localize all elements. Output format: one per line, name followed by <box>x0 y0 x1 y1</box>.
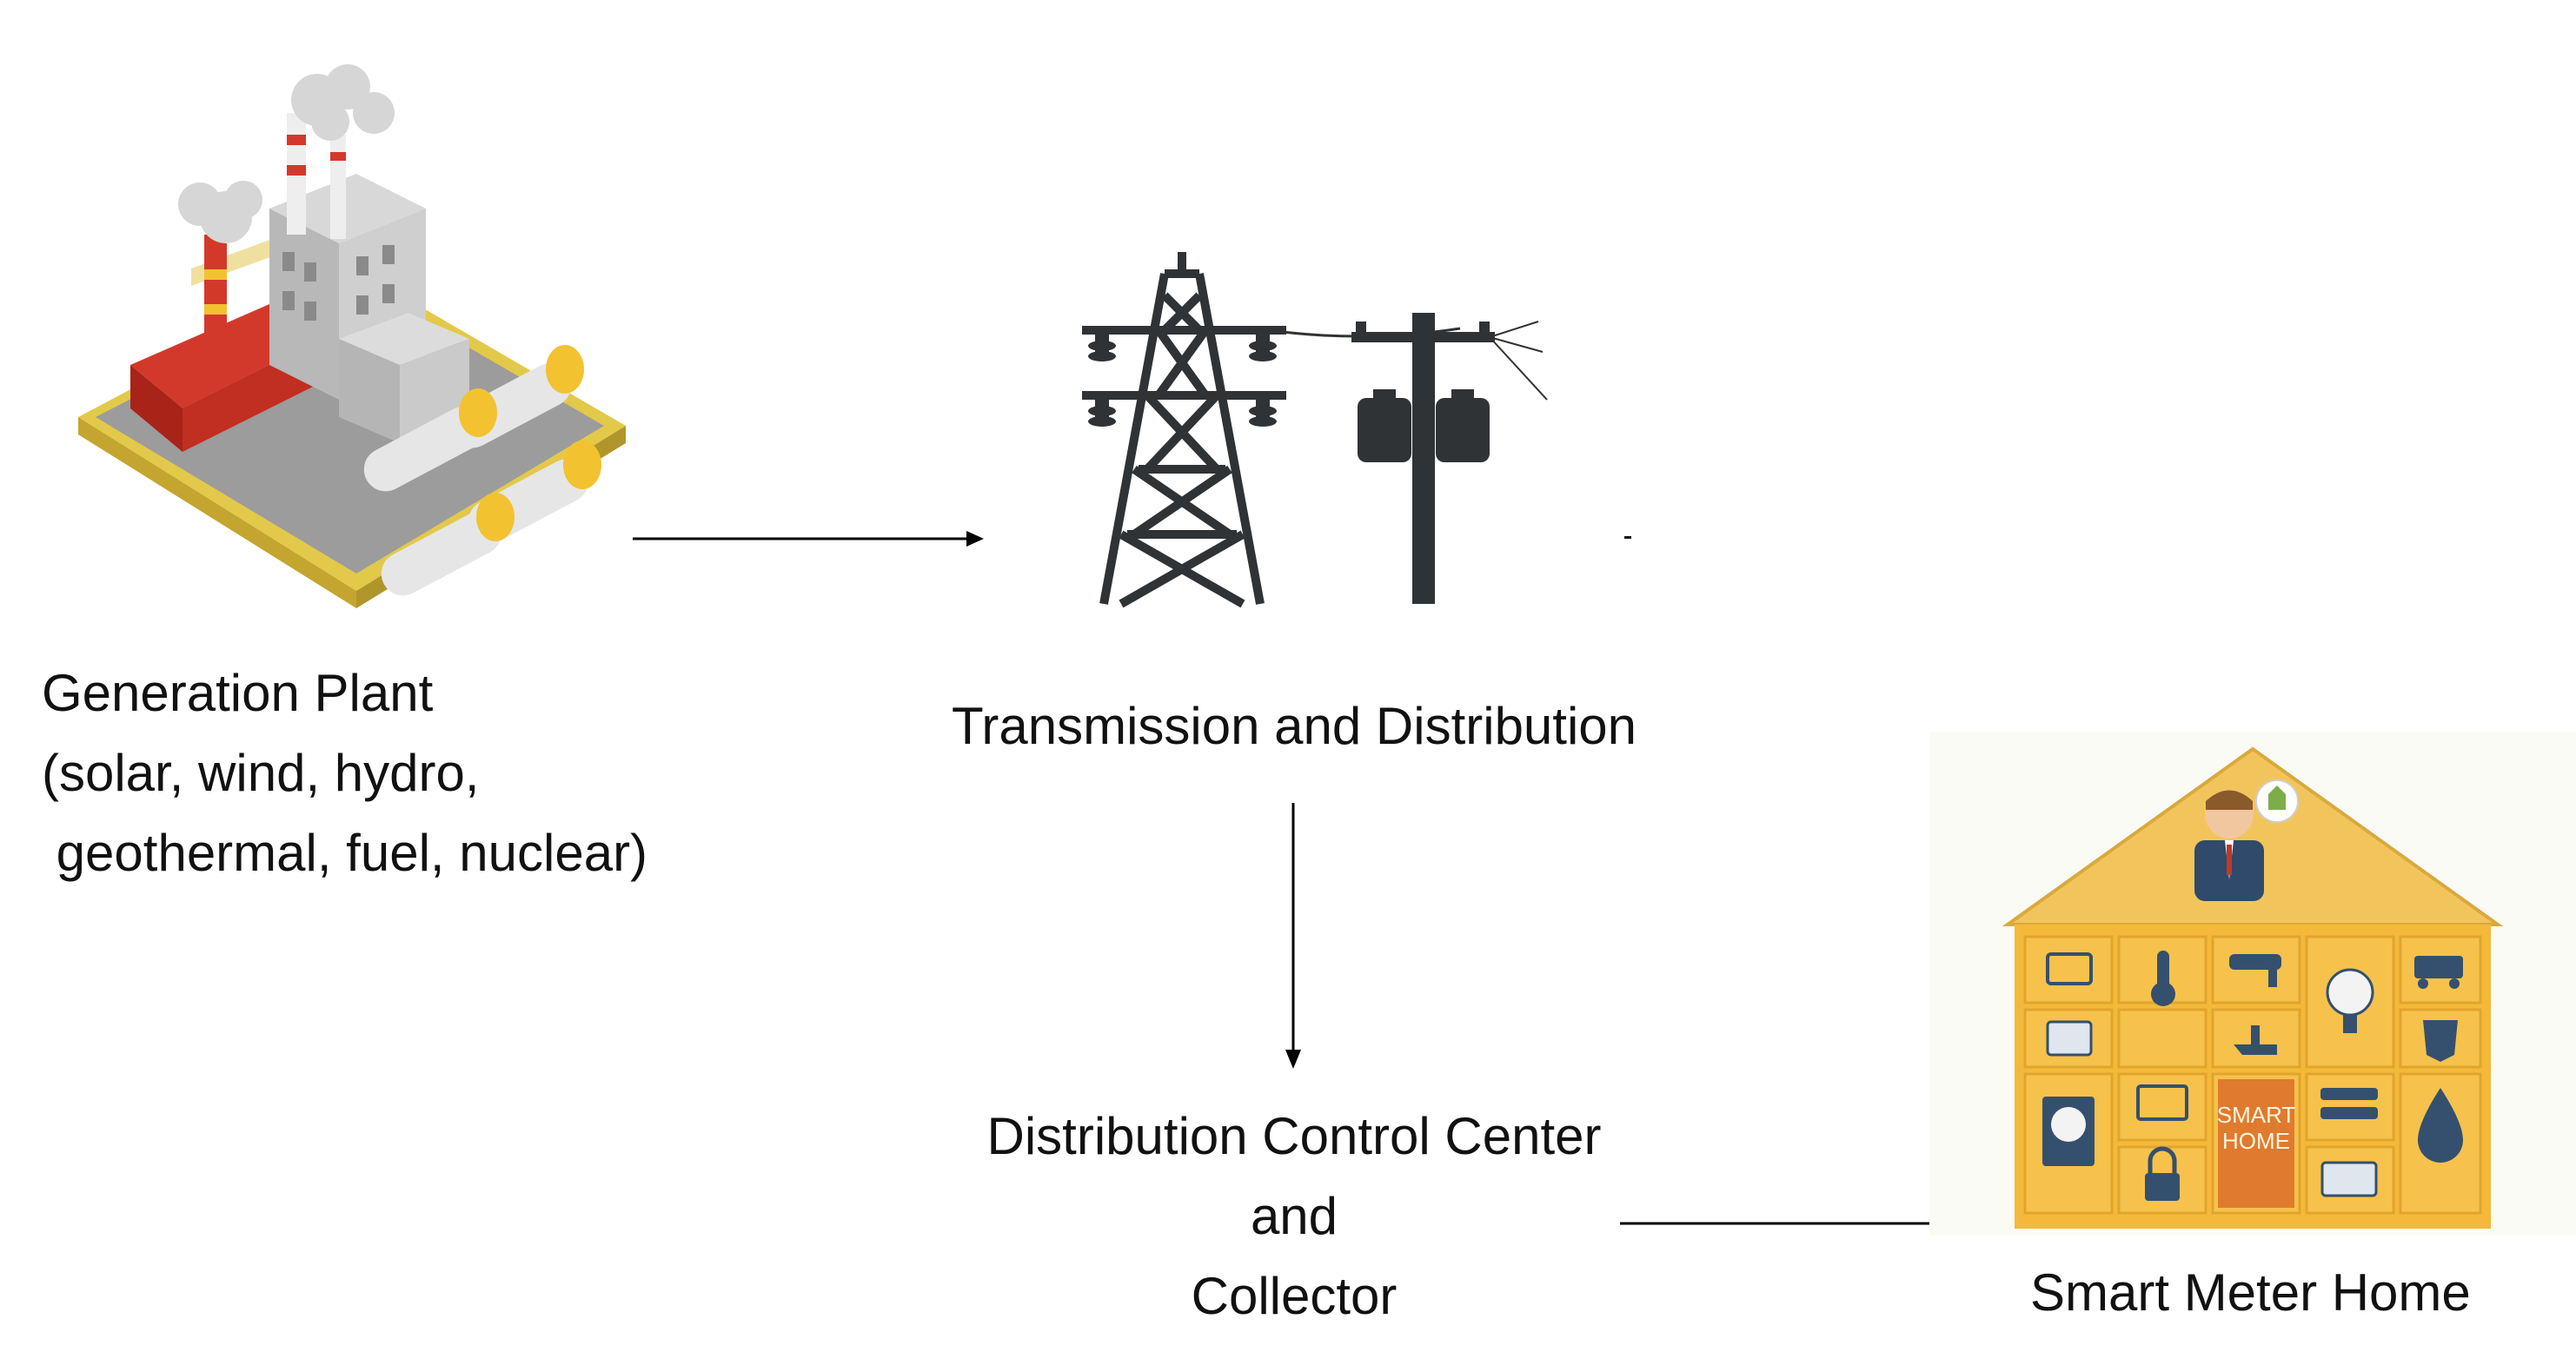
control-center-and: and <box>1250 1187 1338 1245</box>
generation-plant-sources-cont: geothermal, fuel, nuclear) <box>42 824 648 882</box>
generation-plant-sources: (solar, wind, hydro, <box>42 744 480 802</box>
smart-home-panel-line1: SMART <box>2217 1102 2296 1128</box>
generation-plant-title: Generation Plant <box>42 664 434 722</box>
arrow-control-to-home <box>1620 1216 1973 1231</box>
arrow-transmission-to-control <box>1285 803 1301 1069</box>
stray-dot <box>1624 536 1631 539</box>
utility-pole-icon <box>1351 313 1548 604</box>
smart-home-panel-line2: HOME <box>2222 1128 2290 1154</box>
generation-plant-node <box>70 52 626 626</box>
power-plant-icon <box>78 64 626 608</box>
arrow-plant-to-transmission <box>633 531 984 547</box>
control-center-title: Distribution Control Center <box>986 1107 1602 1165</box>
control-center-collector: Collector <box>1191 1267 1398 1325</box>
smart-home-node: SMART HOME <box>1929 732 2576 1236</box>
smart-meter-home-label: Smart Meter Home <box>2030 1263 2471 1322</box>
transmission-node <box>1078 235 1651 617</box>
transmission-tower-icon <box>1082 252 1286 608</box>
control-center-label: Distribution Control Center and Collecto… <box>899 1097 1690 1336</box>
smart-home-icon: SMART HOME <box>2002 746 2504 1229</box>
transmission-label: Transmission and Distribution <box>951 697 1637 755</box>
generation-plant-label: Generation Plant (solar, wind, hydro, ge… <box>42 653 647 893</box>
